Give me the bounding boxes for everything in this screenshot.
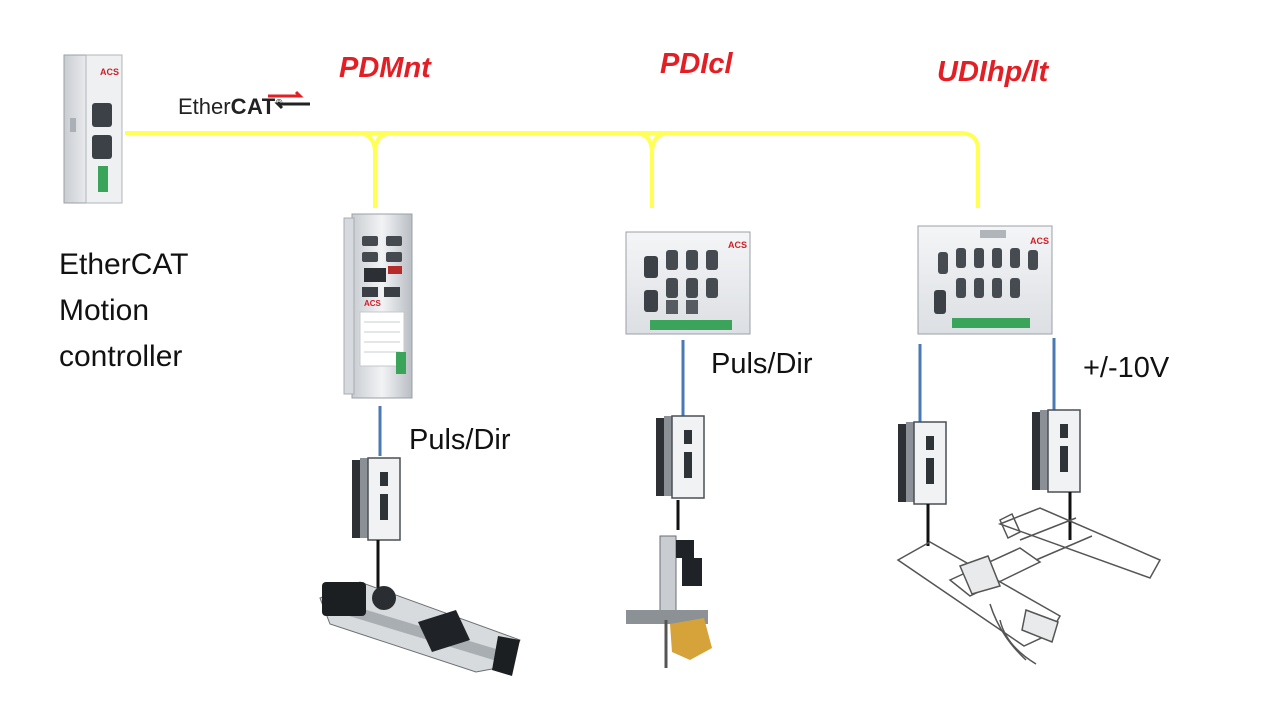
servo-drive: [898, 421, 947, 505]
signal-label-udihp-lt: +/-10V: [1083, 352, 1170, 384]
bus-drop-pdicl: [633, 131, 671, 208]
signal-label-pdicl: Puls/Dir: [711, 348, 813, 380]
servo-drive: [656, 415, 705, 499]
vertical-axis: [626, 535, 712, 668]
pdmnt-device: ACS: [343, 213, 413, 399]
servo-drive: [352, 457, 401, 541]
servo-drive: [1032, 409, 1081, 493]
controller-label: EtherCAT Motion controller: [59, 242, 188, 380]
pdicl-device: ACS: [625, 231, 751, 335]
module-label-udihp-lt: UDIhp/lt: [937, 56, 1049, 88]
ethercat-bus: [125, 131, 980, 208]
module-label-pdmnt: PDMnt: [339, 52, 431, 84]
ethercat-logo-part2: CAT: [230, 94, 276, 119]
device-logo-text: ACS: [100, 67, 119, 77]
ethercat-arrows-icon: [268, 90, 310, 110]
gantry-system: [896, 507, 1162, 665]
udihp-lt-device: ACS: [917, 225, 1053, 335]
bus-drop-pdmnt: [356, 131, 394, 208]
controller-label-line1: EtherCAT: [59, 248, 189, 281]
module-label-pdicl: PDIcl: [660, 48, 733, 80]
controller-label-line2: Motion: [59, 294, 150, 327]
ethercat-logo-part1: Ether: [178, 94, 231, 119]
signal-label-pdmnt: Puls/Dir: [409, 424, 511, 456]
ethercat-motion-controller-device: ACS: [63, 54, 123, 204]
controller-label-line3: controller: [59, 340, 183, 373]
device-logo-text: ACS: [364, 299, 382, 308]
linear-stage: [319, 581, 521, 676]
device-logo-text: ACS: [728, 240, 747, 250]
ethercat-logo: EtherCAT®: [178, 94, 282, 120]
device-logo-text: ACS: [1030, 236, 1049, 246]
